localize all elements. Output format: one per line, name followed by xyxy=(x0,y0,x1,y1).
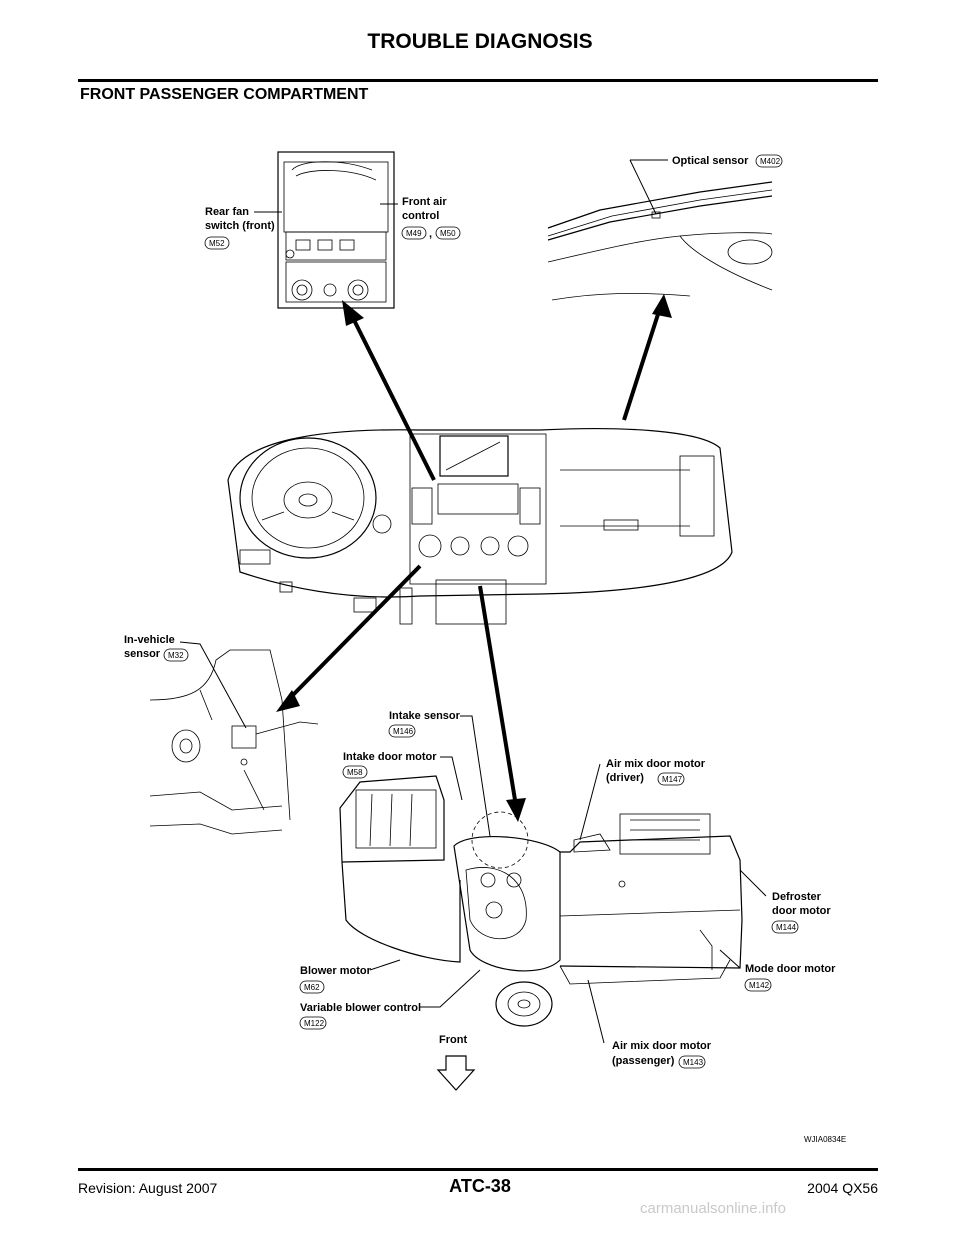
intake-door-motor-label: Intake door motor xyxy=(343,751,437,763)
intake-sensor-code: M146 xyxy=(393,727,414,736)
air-mix-pass-code: M143 xyxy=(683,1058,704,1067)
optical-sensor-label: Optical sensor xyxy=(672,155,749,167)
air-mix-driver-label-1: Air mix door motor xyxy=(606,758,706,770)
figure-id: WJIA0834E xyxy=(804,1135,846,1144)
front-label: Front xyxy=(439,1034,467,1046)
defroster-label-2: door motor xyxy=(772,905,831,917)
blower-motor-code: M62 xyxy=(304,983,320,992)
page-header: TROUBLE DIAGNOSIS xyxy=(367,30,593,53)
pointer-arrows xyxy=(276,294,672,822)
in-vehicle-label-2: sensor xyxy=(124,648,161,660)
footer-rule xyxy=(78,1168,878,1171)
intake-sensor-label: Intake sensor xyxy=(389,710,461,722)
air-mix-pass-label-2: (passenger) xyxy=(612,1055,675,1067)
footer-model: 2004 QX56 xyxy=(807,1180,878,1196)
variable-blower-code: M122 xyxy=(304,1019,325,1028)
intake-door-motor-code: M58 xyxy=(347,768,363,777)
front-direction-arrow-icon xyxy=(436,1055,476,1091)
front-air-control-inset xyxy=(277,151,395,309)
rear-fan-label-2: switch (front) xyxy=(205,220,275,232)
watermark: carmanualsonline.info xyxy=(640,1200,786,1217)
mode-door-motor-label: Mode door motor xyxy=(745,963,836,975)
variable-blower-label: Variable blower control xyxy=(300,1002,421,1014)
blower-motor-label: Blower motor xyxy=(300,965,372,977)
front-air-code-2: M50 xyxy=(440,229,456,238)
front-air-label-2: control xyxy=(402,210,439,222)
footer-page-number: ATC-38 xyxy=(449,1176,511,1196)
in-vehicle-sensor-inset xyxy=(149,649,319,835)
header-rule xyxy=(78,79,878,82)
dashboard-drawing xyxy=(227,427,733,625)
rear-fan-code: M52 xyxy=(209,239,225,248)
optical-sensor-code: M402 xyxy=(760,157,781,166)
air-mix-driver-code: M147 xyxy=(662,775,683,784)
in-vehicle-code: M32 xyxy=(168,651,184,660)
front-air-sep: , xyxy=(429,228,432,240)
defroster-code: M144 xyxy=(776,923,797,932)
front-air-code-1: M49 xyxy=(406,229,422,238)
front-air-label-1: Front air xyxy=(402,196,447,208)
section-title: FRONT PASSENGER COMPARTMENT xyxy=(80,86,369,103)
air-mix-pass-label-1: Air mix door motor xyxy=(612,1040,712,1052)
hvac-unit-drawing xyxy=(339,775,743,1027)
optical-sensor-inset xyxy=(547,181,773,301)
footer-revision: Revision: August 2007 xyxy=(78,1180,218,1196)
mode-door-motor-code: M142 xyxy=(749,981,770,990)
rear-fan-label-1: Rear fan xyxy=(205,206,249,218)
defroster-label-1: Defroster xyxy=(772,891,822,903)
in-vehicle-label-1: In-vehicle xyxy=(124,634,175,646)
air-mix-driver-label-2: (driver) xyxy=(606,772,644,784)
